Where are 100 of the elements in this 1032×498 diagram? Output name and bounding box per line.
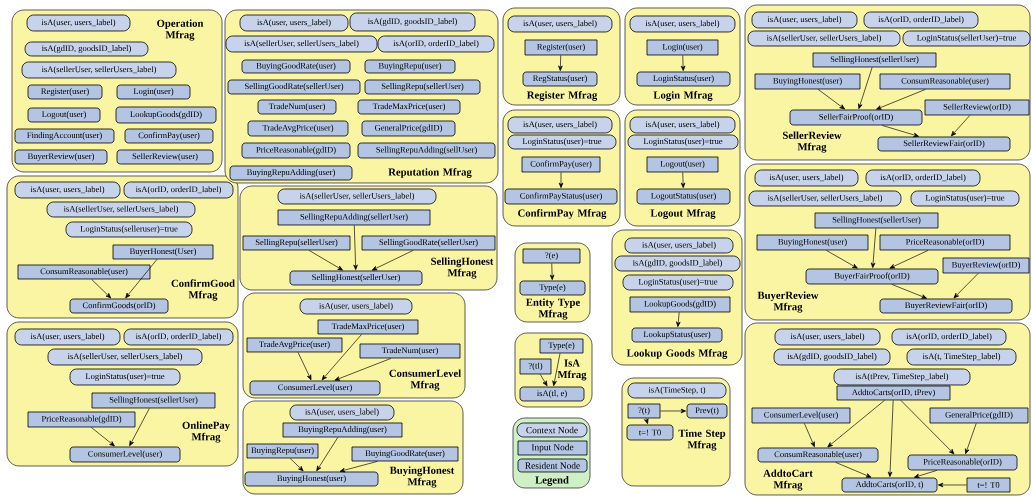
input-node: TradeAvgPrice(user) xyxy=(246,337,343,353)
resident-node: SellerReview(user) xyxy=(116,149,214,165)
resident-node: SellingRepu(sellerUser) xyxy=(364,79,481,95)
arrow xyxy=(900,400,955,455)
resident-node: SellingGoodRate(sellerUser) xyxy=(227,79,361,95)
input-node: BuyingHonest(user) xyxy=(756,234,869,251)
context-node: LoginStatus(user)=true xyxy=(622,274,734,291)
resident-node: SellingHonest(sellerUser) xyxy=(289,270,423,286)
context-node: isA(user, users_label) xyxy=(751,11,858,29)
context-node: isA(user, users_label) xyxy=(507,116,613,134)
input-node: TradeMaxPrice(user) xyxy=(317,319,419,335)
resident-node: Logout(user) xyxy=(27,107,101,123)
arrow xyxy=(914,470,938,479)
input-node: SellingRepuAdding(sellerUser) xyxy=(277,209,431,226)
arrow xyxy=(552,353,561,387)
arrow xyxy=(887,400,894,478)
resident-node: SellerFairProof(orID) xyxy=(789,109,923,126)
arrow xyxy=(558,172,564,189)
input-node: SellingHonest(sellerUser) xyxy=(812,52,937,68)
input-node: ?(e) xyxy=(522,248,581,264)
input-node: BuyerReview(orID) xyxy=(942,257,1030,274)
context-node: isA(TimeStep, t) xyxy=(627,382,727,399)
arrow xyxy=(889,250,929,269)
input-node: TradeNum(user) xyxy=(359,343,461,359)
arrow xyxy=(876,89,926,110)
resident-node: FindingAccount(user) xyxy=(14,128,115,144)
resident-node: BuyingGoodRate(user) xyxy=(241,59,351,74)
input-node: Register(user) xyxy=(524,39,598,56)
arrow xyxy=(308,250,343,271)
resident-node: BuyerReview(user) xyxy=(14,149,108,165)
context-node: isA(user, users_label) xyxy=(14,328,121,346)
arrow xyxy=(91,427,115,447)
arrow xyxy=(353,225,358,271)
resident-node: AddtoCarts(orID, t) xyxy=(841,477,938,493)
context-node: LoginStatus(selleruser)=true xyxy=(65,221,193,238)
input-node: LookupGoods(gdID) xyxy=(629,296,731,313)
resident-node: Type(e) xyxy=(519,280,586,296)
context-node: LoginStatus(user)=true xyxy=(627,134,739,150)
resident-node: GeneralPrice(gdID) xyxy=(361,120,456,137)
arrow xyxy=(881,125,919,138)
context-node: isA(sellerUser, sellerUsers_label) xyxy=(225,35,378,53)
resident-node: Login(user) xyxy=(116,84,191,100)
input-node: Type(e) xyxy=(539,338,584,354)
context-node: isA(sellerUser, sellerUsers_label) xyxy=(47,348,203,366)
arrow xyxy=(125,259,158,299)
input-node: SellingRepu(sellerUser) xyxy=(242,235,351,251)
context-node: isA(user, users_label) xyxy=(507,15,613,33)
legend-item: Input Node xyxy=(517,440,588,456)
arrow xyxy=(558,55,563,72)
arrow xyxy=(680,172,686,189)
context-node: LoginStatus(user)=true xyxy=(910,190,1020,207)
resident-node: t=! T0 xyxy=(626,424,674,441)
arrow xyxy=(644,418,649,425)
resident-node: LookupGoods(gdID) xyxy=(115,106,217,124)
context-node: LoginStatus(user)=true xyxy=(69,368,181,386)
resident-node: TradeMaxPrice(user) xyxy=(357,99,461,115)
arrow xyxy=(334,358,392,381)
input-node: BuyerHonest(User) xyxy=(112,244,214,260)
context-node: isA(orID, orderID_label) xyxy=(863,11,979,29)
resident-node: SellerReviewFair(orID) xyxy=(877,136,1011,152)
arrow xyxy=(321,334,362,381)
input-node: ConsumReasonable(user) xyxy=(17,264,151,280)
arrow xyxy=(549,263,555,281)
input-node: SellingHonest(sellerUser) xyxy=(91,392,216,409)
resident-node: TradeNum(user) xyxy=(257,99,337,115)
input-node: t=! T0 xyxy=(966,477,1011,493)
context-node: isA(t, TimeStep_label) xyxy=(906,348,1017,366)
context-node: LoginStatus(user)=true xyxy=(507,134,617,150)
resident-node: BuyingRepuAdding(user) xyxy=(229,165,353,181)
arrow xyxy=(827,400,885,448)
input-node: ?(tl) xyxy=(519,358,552,375)
context-node: LoginStatus(sellerUser)=true xyxy=(902,30,1031,47)
arrow xyxy=(289,458,304,472)
context-node: isA(sellerUser, sellerUsers_label) xyxy=(277,188,437,205)
context-node: isA(user, users_label) xyxy=(239,14,349,32)
resident-node: ConfirmPayStatus(user) xyxy=(504,188,618,205)
resident-node: BuyingHonest(user) xyxy=(244,471,379,487)
arrow xyxy=(339,461,378,473)
arrow xyxy=(316,437,339,472)
resident-node: SellingRepuAdding(sellUser) xyxy=(357,142,496,159)
context-node: isA(user, users_label) xyxy=(299,298,413,315)
legend-item: Context Node xyxy=(516,422,588,438)
resident-node: RegStatus(user) xyxy=(522,71,598,87)
arrow xyxy=(953,273,979,299)
arrow xyxy=(858,67,873,110)
context-node: isA(orID, orderID_label) xyxy=(865,169,981,187)
context-node: isA(gdID, goodsID_label) xyxy=(24,41,149,57)
resident-node: ConsumReasonable(user) xyxy=(757,447,879,463)
context-node: isA(user, users_label) xyxy=(14,181,121,199)
resident-node: ConsumerLevel(user) xyxy=(249,380,381,396)
context-node: isA(gdID, goodsID_label) xyxy=(614,255,741,272)
resident-node: isA(tl, e) xyxy=(519,386,585,402)
arrow xyxy=(817,89,845,110)
arrow xyxy=(835,462,872,478)
context-node: isA(orID, orderID_label) xyxy=(123,328,234,346)
input-node: SellingGoodRate(sellerUser) xyxy=(361,235,496,251)
resident-node: LoginStatus(user) xyxy=(636,71,731,87)
context-node: isA(user, users_label) xyxy=(629,15,736,33)
resident-node: ConfirmPay(user) xyxy=(124,128,214,144)
context-node: isA(sellerUser, sellerUsers_label) xyxy=(748,190,902,207)
